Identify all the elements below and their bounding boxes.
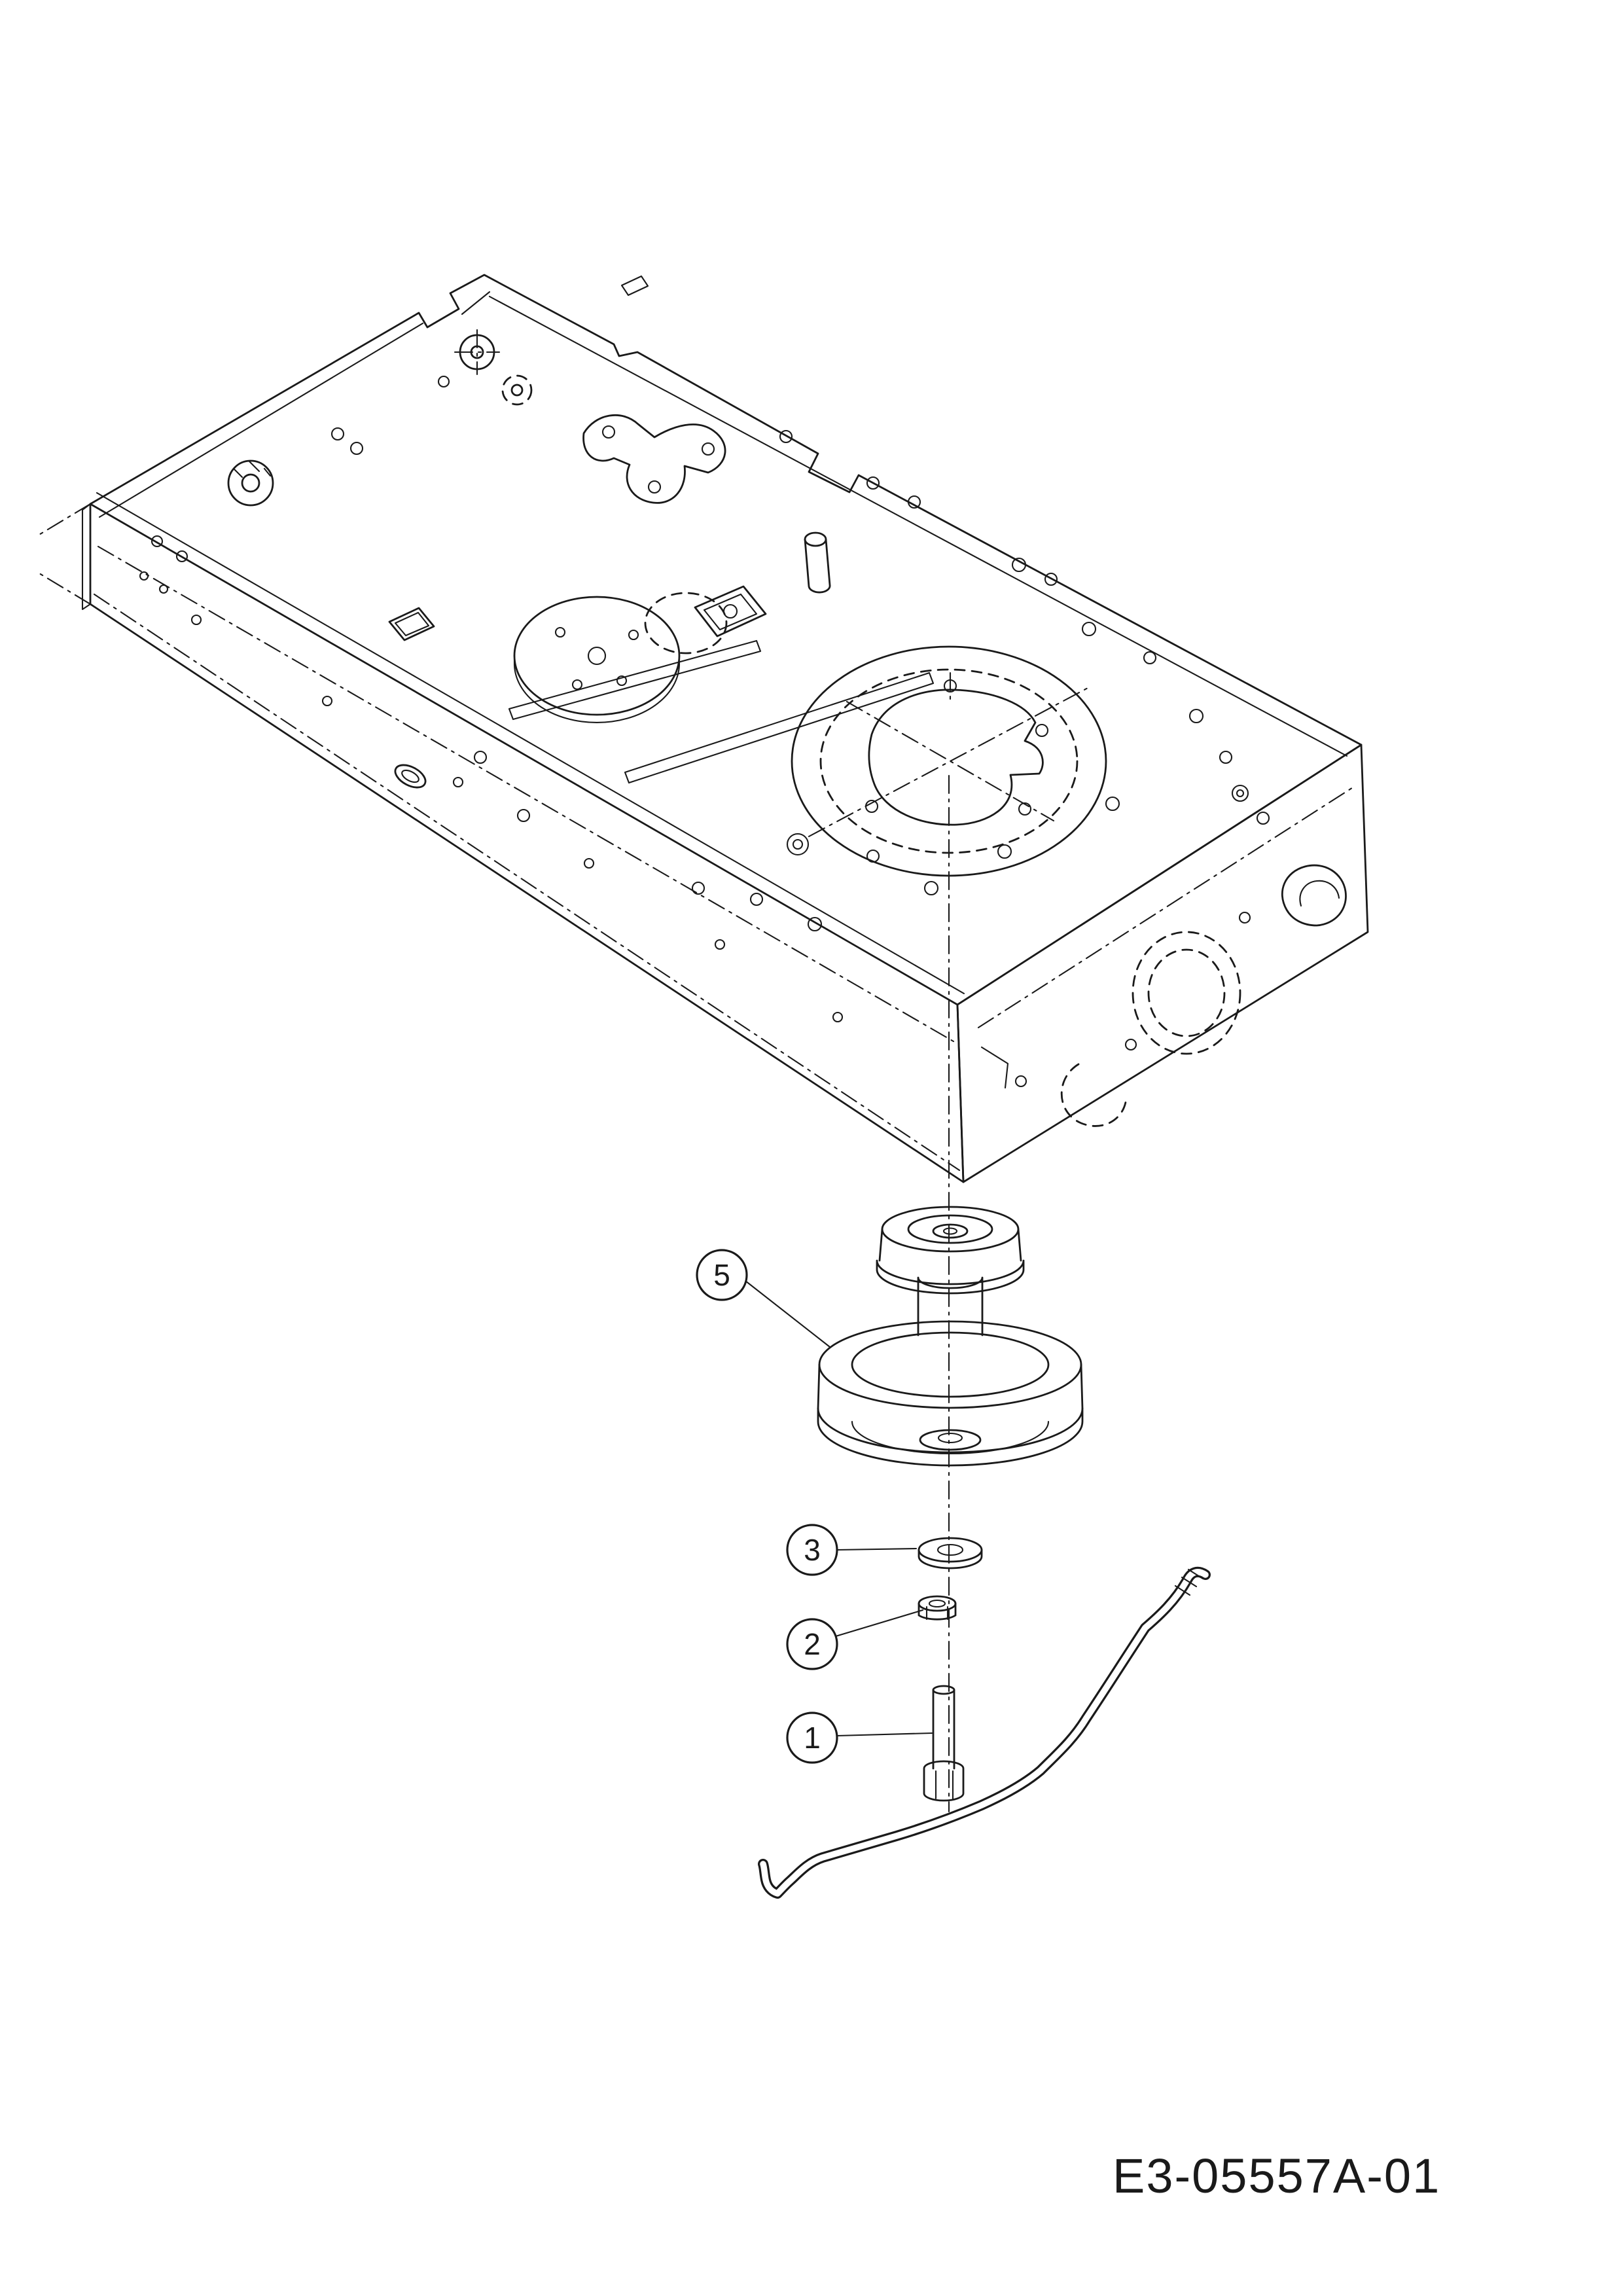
belt-keeper-pin [804, 531, 831, 594]
frame-front-face [89, 503, 965, 1183]
engine-pulley [817, 1206, 1084, 1467]
right-bend-line [977, 784, 1357, 1029]
front-face-oval-hole [394, 764, 427, 789]
top-face-holes [151, 375, 1270, 932]
callout-3: 3 [786, 1524, 918, 1576]
front-bend-line-1 [97, 545, 958, 1045]
round-mounting-plate [513, 596, 681, 723]
callout-5: 5 [696, 1249, 831, 1348]
right-face-details [980, 864, 1347, 1127]
rect-hole-top [620, 275, 649, 296]
belt-guide-rod [758, 1566, 1211, 1899]
hidden-hole [501, 374, 533, 406]
embossed-ribs [508, 639, 935, 784]
flat-washer [918, 1537, 983, 1570]
left-extension-line-2 [38, 572, 92, 605]
callout-2: 2 [786, 1609, 924, 1670]
frame-top-face-outline [89, 274, 1363, 1006]
right-back-flange-line [488, 295, 1348, 757]
square-hole [388, 607, 435, 641]
y-bracket [582, 414, 726, 504]
front-face-holes [139, 571, 844, 1023]
pivot-bolt-head [454, 329, 501, 376]
front-bend-line-2 [93, 593, 961, 1172]
part-code: E3-05557A-01 [1113, 2149, 1440, 2203]
callout-1-label: 1 [804, 1721, 821, 1755]
idler-bracket [644, 585, 767, 655]
chassis-drawing [37, 274, 1369, 1183]
back-flange-line [98, 291, 491, 518]
left-extension-line-1 [37, 503, 92, 537]
front-flange-line [96, 492, 965, 995]
callout-3-label: 3 [804, 1533, 821, 1567]
hex-bolt [923, 1685, 965, 1802]
callout-5-label: 5 [713, 1258, 730, 1292]
flange-nut [918, 1595, 957, 1621]
callout-1: 1 [786, 1712, 933, 1764]
grommet [227, 459, 274, 507]
rod-thread-hatching [1174, 1568, 1204, 1596]
frame-left-end [81, 503, 92, 611]
callout-2-label: 2 [804, 1627, 821, 1661]
